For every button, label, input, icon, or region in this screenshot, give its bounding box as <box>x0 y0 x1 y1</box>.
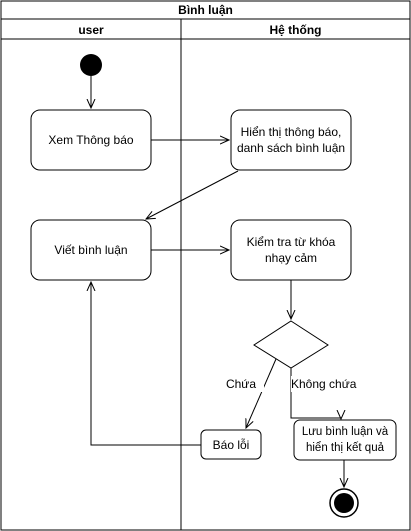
node-view-notice: Xem Thông báo <box>48 133 134 147</box>
edge-show-to-write <box>146 170 239 219</box>
node-show-notice: Hiển thị thông báo, danh sách bình luận <box>236 125 346 155</box>
edge-decision-not-contains <box>290 368 341 419</box>
end-node-core <box>334 493 354 513</box>
node-show-notice-shape <box>230 109 352 171</box>
start-node <box>80 54 102 76</box>
edge-label-contains: Chứa <box>218 376 264 392</box>
node-check-keywords: Kiểm tra từ khóa nhạy cảm <box>246 235 336 265</box>
edge-error-to-write <box>91 282 201 446</box>
edge-label-not-contains: Không chứa <box>291 376 359 392</box>
node-write-comment: Viết bình luận <box>54 243 128 257</box>
node-error: Báo lỗi <box>212 437 250 452</box>
node-save-comment-shape <box>293 419 397 461</box>
lane-header-system: Hệ thống <box>269 23 322 37</box>
diagram-title: Bình luận <box>178 3 233 17</box>
node-save-comment: Lưu bình luận và hiển thị kết quả <box>301 426 389 454</box>
edge-decision-contains <box>246 358 277 428</box>
lane-header-user: user <box>78 23 104 37</box>
